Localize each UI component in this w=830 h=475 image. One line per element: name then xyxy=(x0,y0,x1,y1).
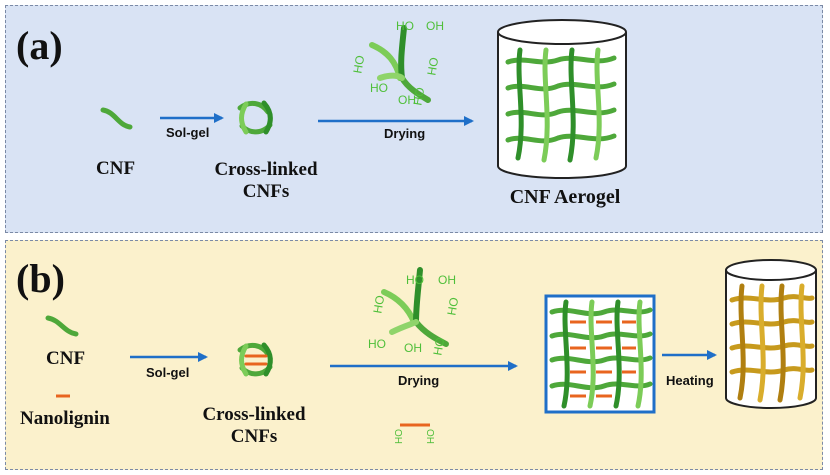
svg-text:HO: HO xyxy=(350,54,367,74)
heating-label-b: Heating xyxy=(666,373,714,388)
lignin-hydroxyl: HO HO xyxy=(394,423,437,444)
cnf-fiber-a xyxy=(100,107,133,130)
cnf-label-a: CNF xyxy=(96,158,136,179)
svg-text:OH: OH xyxy=(398,93,416,107)
svg-text:HO: HO xyxy=(444,296,461,316)
crosslinked-label-b: Cross-linked CNFs xyxy=(184,404,324,448)
svg-text:HO: HO xyxy=(368,337,386,351)
svg-text:HO: HO xyxy=(424,56,441,76)
product-label-a: CNF Aerogel xyxy=(509,186,621,208)
svg-text:OH: OH xyxy=(404,341,422,355)
crosslinked-label-a: Cross-linked CNFs xyxy=(196,159,336,203)
svg-text:HO: HO xyxy=(406,273,424,287)
svg-text:HO: HO xyxy=(430,336,447,356)
svg-text:OH: OH xyxy=(426,19,444,33)
svg-text:HO: HO xyxy=(410,86,427,106)
svg-text:HO: HO xyxy=(370,294,387,314)
svg-text:HO: HO xyxy=(426,429,437,444)
panel-a-label: (a) xyxy=(16,23,63,68)
drying-label-a: Drying xyxy=(384,126,426,141)
cnf-fiber-b xyxy=(45,315,79,337)
crosslinked-line1-a: Cross-linked xyxy=(214,159,318,180)
drying-label-b: Drying xyxy=(398,373,440,388)
solgel-label-a: Sol-gel xyxy=(166,125,210,140)
svg-text:HO: HO xyxy=(394,429,405,444)
solgel-label-b: Sol-gel xyxy=(146,365,190,380)
crosslinked-line1-b: Cross-linked xyxy=(202,404,306,425)
panel-a xyxy=(5,5,823,233)
svg-text:HO: HO xyxy=(370,81,388,95)
hydroxyl-fibers-b xyxy=(381,267,449,347)
svg-text:HO: HO xyxy=(396,19,414,33)
carbon-aerogel-cylinder xyxy=(725,259,817,409)
hydroxyl-fibers-a xyxy=(369,25,431,103)
lignin-label-b: Nanolignin xyxy=(20,408,110,429)
panel-b-label: (b) xyxy=(16,256,65,301)
crosslinked-line2-a: CNFs xyxy=(242,180,290,202)
network-square-b xyxy=(544,294,656,414)
cnf-label-b: CNF xyxy=(46,348,86,369)
crosslinked-cluster-b xyxy=(237,342,273,377)
svg-text:OH: OH xyxy=(438,273,456,287)
aerogel-cylinder-a xyxy=(497,19,627,179)
crosslinked-line2-b: CNFs xyxy=(230,425,278,447)
crosslinked-cluster-a xyxy=(237,100,273,135)
